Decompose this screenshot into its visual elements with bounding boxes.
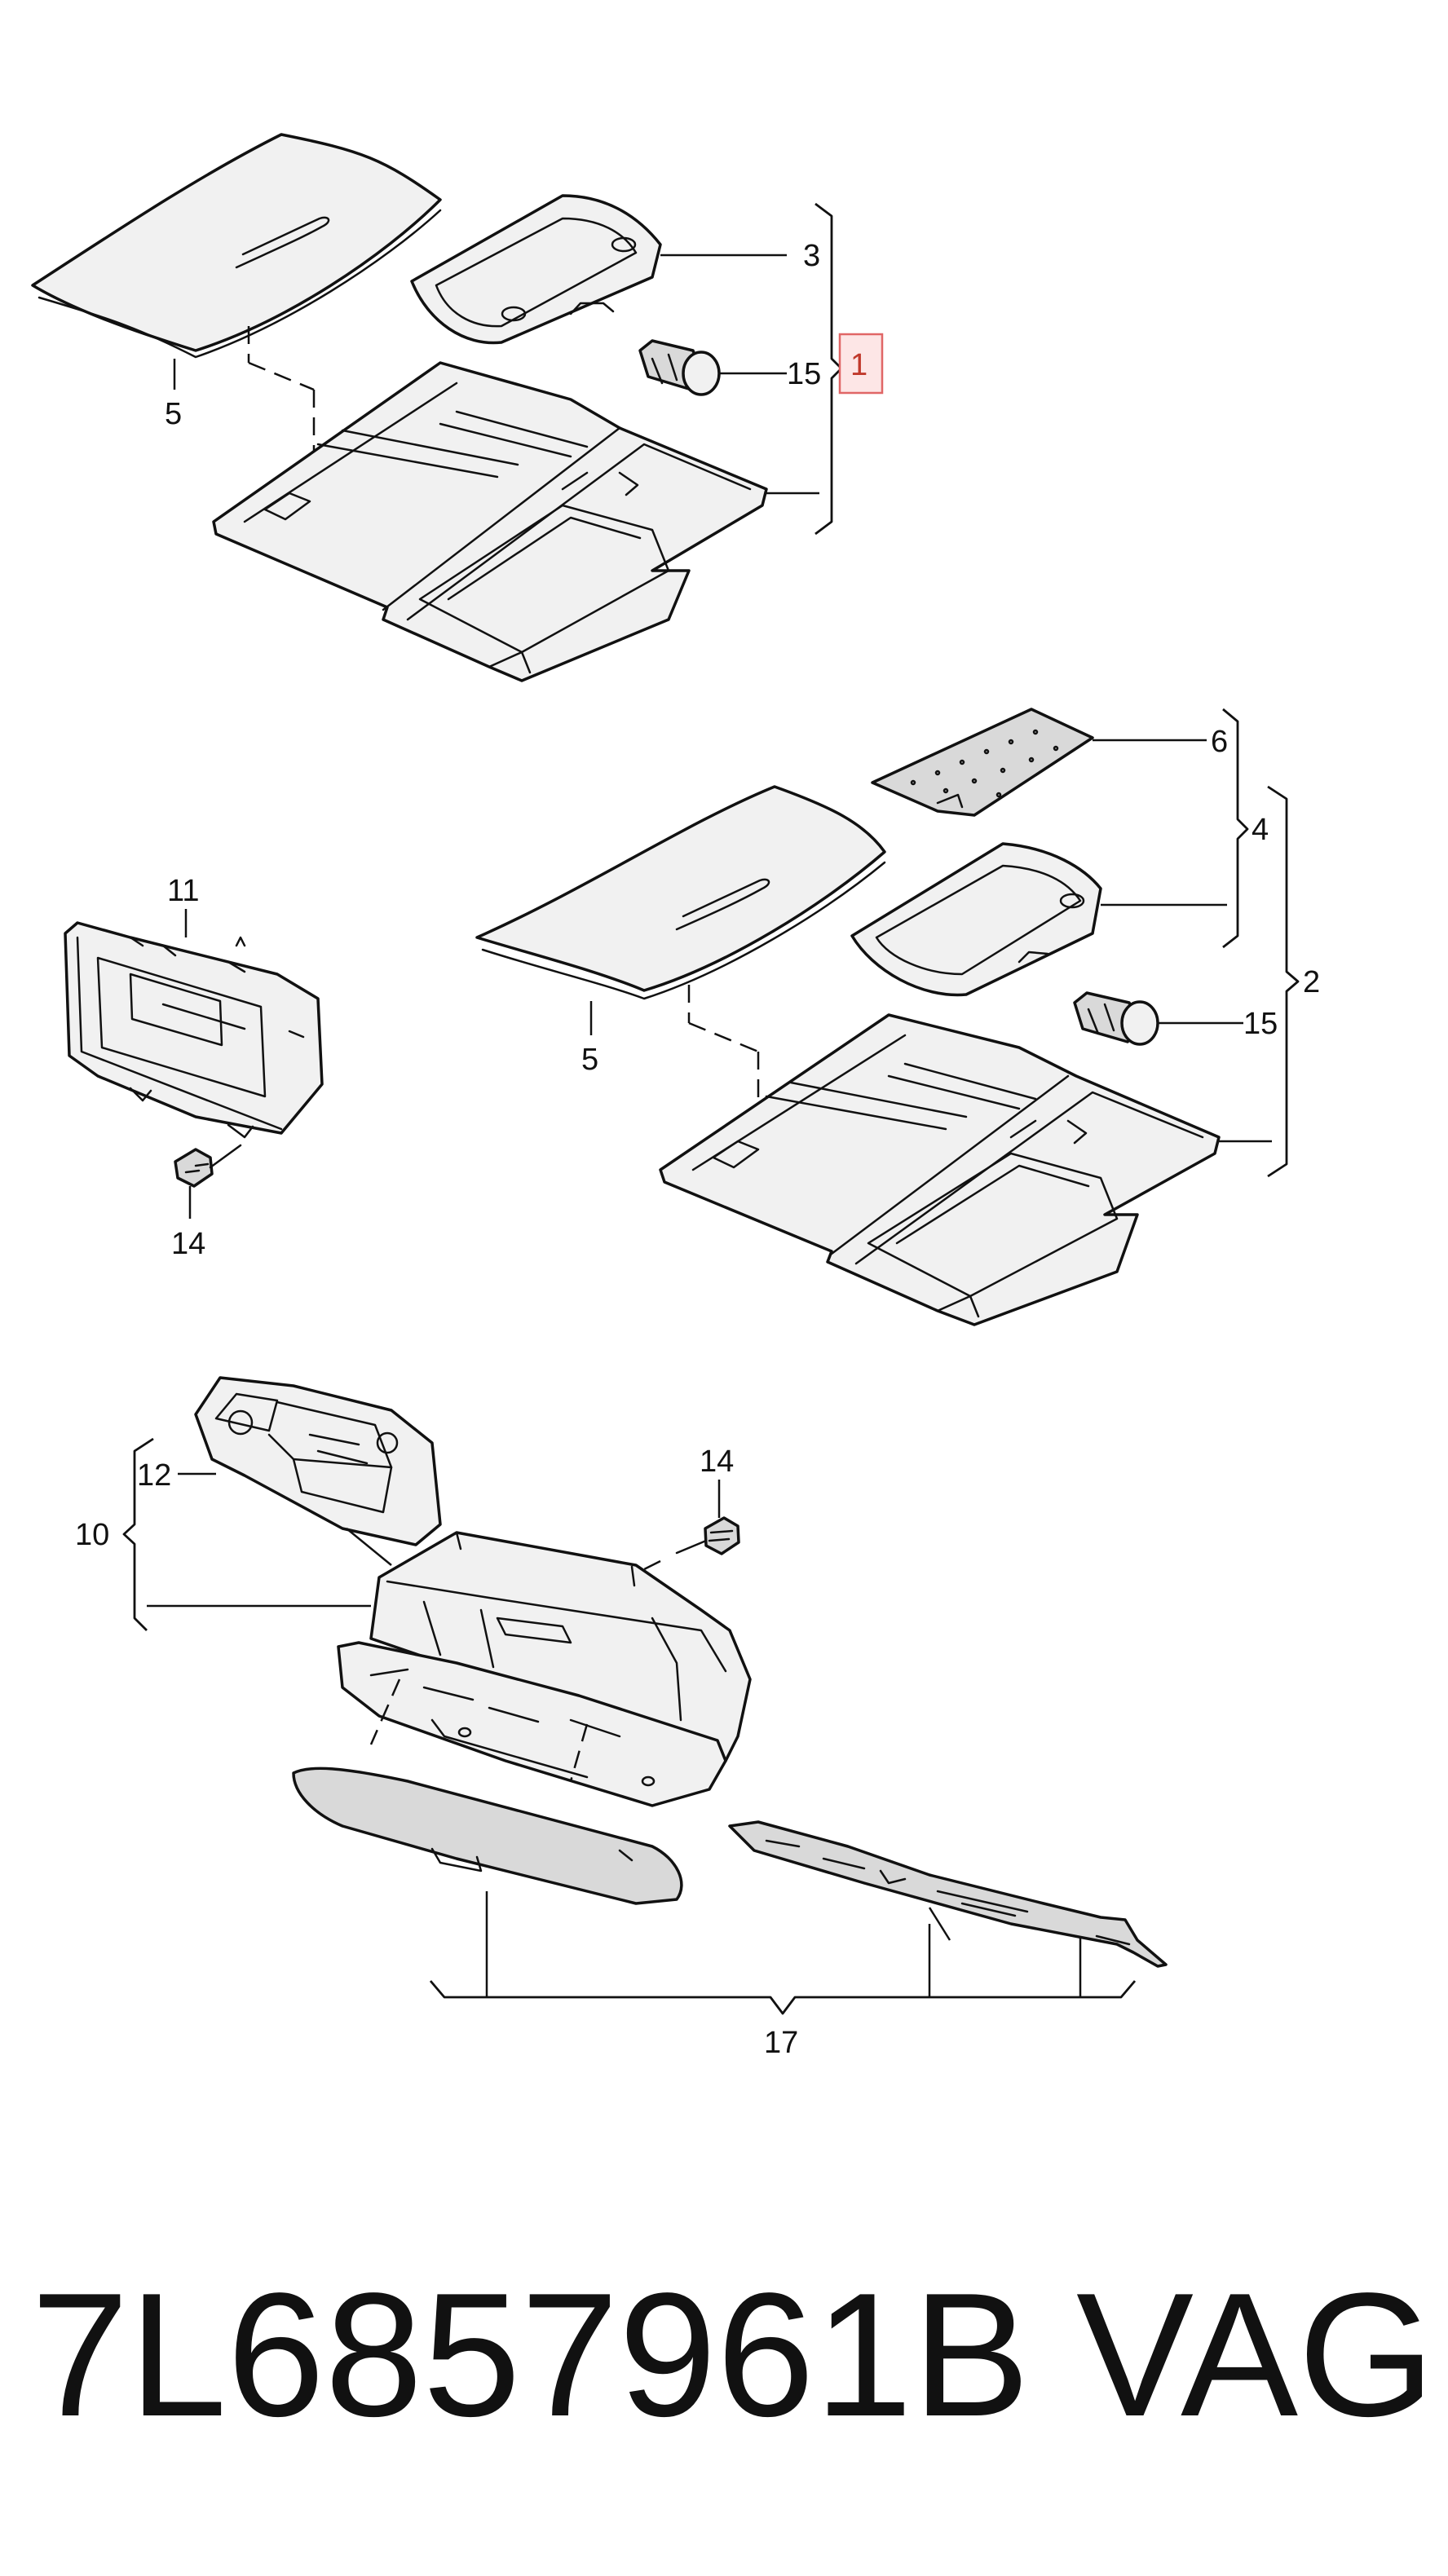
callout-2: 2	[1303, 965, 1320, 999]
console-base-mid	[659, 1013, 1221, 1326]
callout-11: 11	[167, 874, 199, 908]
cupholder-part-12	[194, 1376, 442, 1546]
callout-1-highlight	[838, 333, 884, 395]
lid-part-5-mid	[475, 785, 886, 1000]
undertray-part-17	[728, 1820, 1168, 1968]
screw-part-14-mid	[174, 1144, 242, 1188]
group-2-brace	[1267, 785, 1300, 1178]
glovebox-housing	[369, 1531, 752, 1762]
callout-10: 10	[75, 1518, 109, 1552]
screw-mark	[235, 936, 246, 947]
group-10-brace	[122, 1437, 154, 1631]
callout-6: 6	[1211, 725, 1228, 759]
bezel-part-11	[64, 921, 324, 1139]
tray-part-4	[850, 842, 1102, 997]
glovebox-door-frame	[337, 1641, 727, 1807]
console-base-top	[212, 361, 768, 682]
callout-1: 1	[850, 348, 867, 382]
callout-17: 17	[764, 2026, 798, 2060]
assembly-group-11: 11 14	[64, 874, 324, 1261]
tray-part-3	[410, 194, 662, 345]
brand-label: VAG	[1076, 2256, 1436, 2453]
socket-part-15-top	[638, 339, 721, 396]
callout-3: 3	[803, 239, 820, 273]
part-number-label: 7L6857961B	[31, 2256, 1031, 2453]
lid-part-5-top	[31, 133, 442, 359]
group-17-bracket	[429, 1980, 1137, 2015]
callout-5-top: 5	[165, 397, 182, 431]
callout-15-mid: 15	[1243, 1007, 1278, 1041]
callout-5-mid: 5	[581, 1043, 598, 1077]
callout-15-top: 15	[787, 357, 821, 391]
group-4-brace	[1222, 708, 1249, 949]
assembly-group-10: 10 12 14 17	[75, 1376, 1168, 2060]
callout-4: 4	[1252, 813, 1269, 847]
screw-part-14-bottom	[675, 1516, 740, 1555]
assembly-group-2: 6 4 2 15 5	[475, 708, 1320, 1326]
pad-part-6	[871, 708, 1094, 817]
callout-14-bottom: 14	[700, 1445, 734, 1479]
socket-part-15-mid	[1073, 991, 1159, 1046]
callout-12: 12	[137, 1458, 171, 1493]
assembly-group-1: 1 3 15 5	[31, 133, 884, 682]
callout-14-mid: 14	[171, 1227, 205, 1261]
glovebox-door-panel	[292, 1767, 683, 1905]
